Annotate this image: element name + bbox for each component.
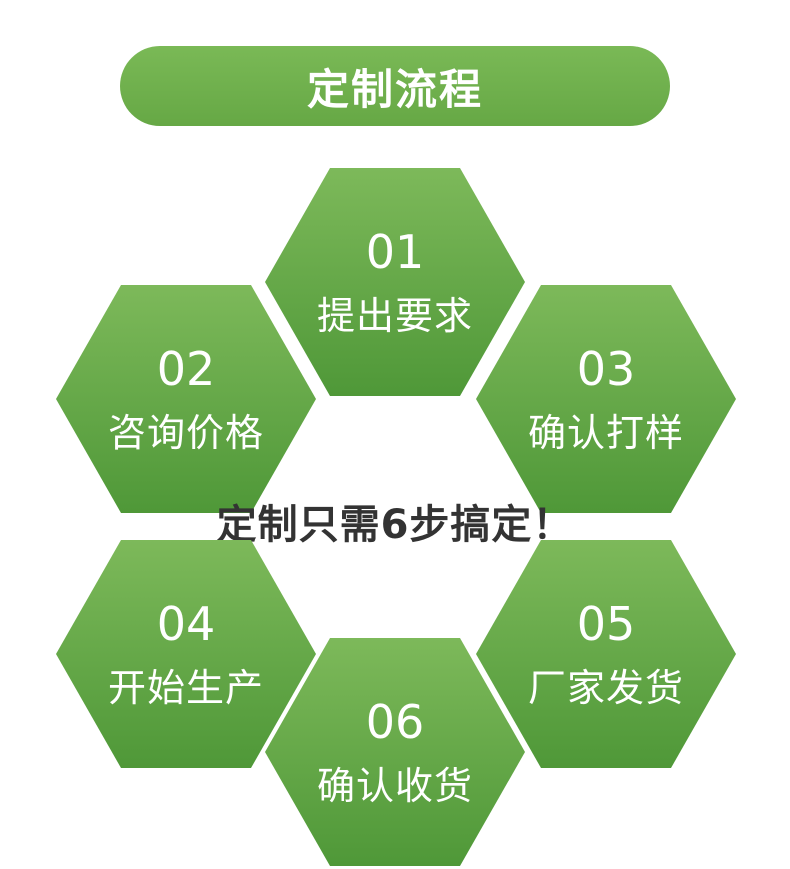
title-banner: 定制流程 (120, 46, 670, 126)
step-04-hexagon: 04 开始生产 (56, 540, 316, 768)
step-02-hexagon: 02 咨询价格 (56, 285, 316, 513)
step-number: 03 (576, 342, 636, 396)
step-number: 04 (156, 597, 216, 651)
center-slogan: 定制只需6步搞定！ (216, 502, 574, 548)
step-label: 确认打样 (527, 411, 684, 455)
step-05-hexagon: 05 厂家发货 (476, 540, 736, 768)
step-number: 06 (365, 695, 425, 749)
step-label: 厂家发货 (527, 666, 684, 710)
step-01-hexagon: 01 提出要求 (265, 168, 525, 396)
step-06-hexagon: 06 确认收货 (265, 638, 525, 866)
step-number: 05 (576, 597, 636, 651)
page-title: 定制流程 (306, 64, 483, 114)
step-03-hexagon: 03 确认打样 (476, 285, 736, 513)
step-label: 确认收货 (316, 764, 473, 808)
step-number: 01 (365, 225, 425, 279)
step-label: 开始生产 (107, 666, 264, 710)
step-label: 提出要求 (316, 294, 473, 338)
step-number: 02 (156, 342, 216, 396)
step-label: 咨询价格 (107, 411, 264, 455)
